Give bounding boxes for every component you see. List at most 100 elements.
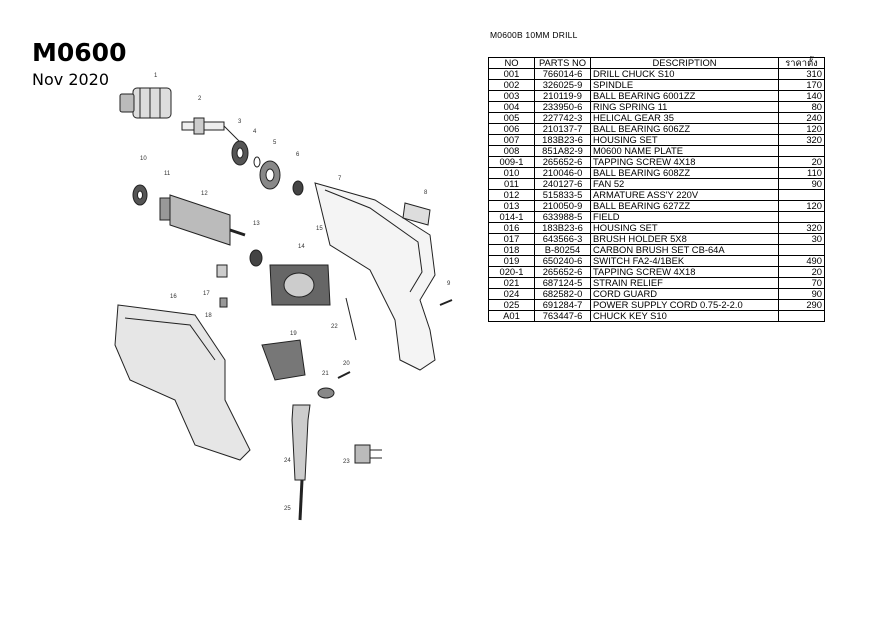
cell-parts-no: 851A82-9 (534, 145, 591, 157)
cell-price: 90 (778, 178, 825, 190)
callout-13: 13 (253, 221, 260, 227)
tapping-screw-illustration (439, 299, 453, 306)
helical-gear-illustration (259, 160, 281, 190)
cell-parts-no: 183B23-6 (534, 222, 591, 234)
cell-no: 001 (488, 68, 535, 80)
plug-illustration (354, 444, 382, 464)
callout-8: 8 (424, 190, 428, 196)
callout-19: 19 (290, 331, 297, 337)
ball-bearing-606-illustration (292, 180, 304, 196)
cell-no: 020-1 (488, 266, 535, 278)
tapping-screw-020-illustration (337, 371, 351, 379)
callout-14: 14 (298, 244, 305, 250)
cell-price: 490 (778, 255, 825, 267)
cell-parts-no: 240127-6 (534, 178, 591, 190)
callout-3: 3 (238, 119, 242, 125)
ball-bearing-608-illustration (132, 184, 148, 206)
callout-17: 17 (203, 291, 210, 297)
callout-11: 11 (164, 171, 171, 177)
callout-15: 15 (316, 226, 323, 232)
cell-no: 019 (488, 255, 535, 267)
cell-description: BALL BEARING 608ZZ (590, 167, 779, 179)
cell-parts-no: 763447-6 (534, 310, 591, 322)
cell-parts-no: 515833-5 (534, 189, 591, 201)
cell-description: BALL BEARING 606ZZ (590, 123, 779, 135)
cell-no: 024 (488, 288, 535, 300)
cell-price: 170 (778, 79, 825, 91)
cell-description: BRUSH HOLDER 5X8 (590, 233, 779, 245)
cell-no: 005 (488, 112, 535, 124)
exploded-parts-diagram: 1 2 3 4 5 6 7 8 9 10 11 12 13 14 15 16 1… (100, 60, 470, 530)
cell-price: 20 (778, 266, 825, 278)
cell-description: DRILL CHUCK S10 (590, 68, 779, 80)
cell-price: 70 (778, 277, 825, 289)
cell-parts-no: 233950-6 (534, 101, 591, 113)
cell-no: 016 (488, 222, 535, 234)
cell-parts-no: 210050-9 (534, 200, 591, 212)
cell-parts-no: 682582-0 (534, 288, 591, 300)
cell-no: 002 (488, 79, 535, 91)
cell-price: 30 (778, 233, 825, 245)
cell-no: 013 (488, 200, 535, 212)
cell-description: BALL BEARING 627ZZ (590, 200, 779, 212)
cell-parts-no: 210046-0 (534, 167, 591, 179)
cell-parts-no: 766014-6 (534, 68, 591, 80)
cell-parts-no: 326025-9 (534, 79, 591, 91)
callout-24: 24 (284, 458, 291, 464)
cell-no: 006 (488, 123, 535, 135)
cell-price: 120 (778, 123, 825, 135)
column-header-parts-no: PARTS NO (534, 57, 591, 69)
callout-4: 4 (253, 129, 257, 135)
callout-23: 23 (343, 459, 350, 465)
cell-no: 014-1 (488, 211, 535, 223)
callout-9: 9 (447, 281, 451, 287)
cell-price: 20 (778, 156, 825, 168)
cell-price (778, 145, 825, 157)
cell-parts-no: 265652-6 (534, 266, 591, 278)
cell-parts-no: B-80254 (534, 244, 591, 256)
cell-parts-no: 633988-5 (534, 211, 591, 223)
spindle-illustration (181, 117, 241, 143)
cell-no: 008 (488, 145, 535, 157)
ball-bearing-627-illustration (249, 249, 263, 267)
cord-guard-illustration (291, 404, 311, 481)
model-number: M0600 (32, 38, 127, 67)
cell-no: 007 (488, 134, 535, 146)
cell-parts-no: 650240-6 (534, 255, 591, 267)
cell-no: 011 (488, 178, 535, 190)
cell-price: 290 (778, 299, 825, 311)
document-date: Nov 2020 (32, 70, 110, 89)
cell-description: M0600 NAME PLATE (590, 145, 779, 157)
cord-illustration (345, 297, 357, 341)
column-header-description: DESCRIPTION (590, 57, 779, 69)
strain-relief-illustration (317, 387, 335, 399)
cell-description: FAN 52 (590, 178, 779, 190)
ball-bearing-illustration (231, 140, 249, 166)
cell-parts-no: 183B23-6 (534, 134, 591, 146)
callout-2: 2 (198, 96, 202, 102)
cell-price: 310 (778, 68, 825, 80)
cell-description: STRAIN RELIEF (590, 277, 779, 289)
callout-20: 20 (343, 361, 350, 367)
cell-no: 004 (488, 101, 535, 113)
cell-price: 110 (778, 167, 825, 179)
cell-description: CARBON BRUSH SET CB-64A (590, 244, 779, 256)
cell-parts-no: 265652-6 (534, 156, 591, 168)
armature-illustration (159, 194, 246, 246)
